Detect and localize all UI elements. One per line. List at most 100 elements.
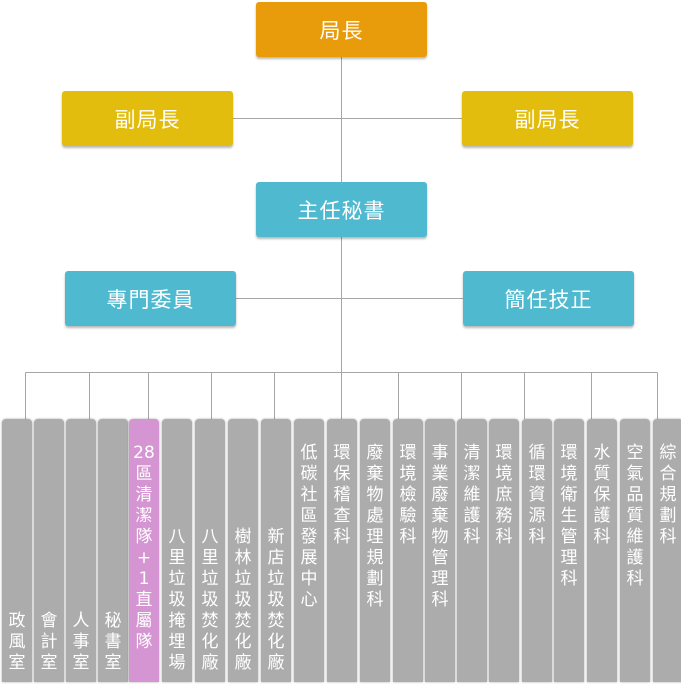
unit-19[interactable]: 空氣品質維護科 bbox=[620, 419, 650, 682]
advisor-box-left[interactable]: 專門委員 bbox=[65, 271, 236, 326]
unit-char: 環 bbox=[333, 443, 351, 463]
unit-0[interactable]: 政風室 bbox=[2, 419, 32, 682]
unit-char: 政 bbox=[8, 611, 26, 631]
unit-char: 廢 bbox=[431, 485, 449, 505]
unit-7[interactable]: 樹林垃圾焚化廠 bbox=[228, 419, 258, 682]
unit-char: 事 bbox=[431, 443, 449, 463]
unit-2[interactable]: 人事室 bbox=[66, 419, 96, 682]
unit-char: 環 bbox=[560, 443, 578, 463]
unit-char: 劃 bbox=[659, 506, 677, 526]
advisor-box-right[interactable]: 簡任技正 bbox=[463, 271, 634, 326]
unit-char: 人 bbox=[72, 611, 90, 631]
unit-char: 檢 bbox=[399, 485, 417, 505]
deputy-box-right[interactable]: 副局長 bbox=[462, 91, 633, 146]
unit-char: 垃 bbox=[168, 569, 186, 589]
unit-char: 科 bbox=[366, 590, 384, 610]
advisor-label-right: 簡任技正 bbox=[504, 287, 593, 312]
unit-char: 質 bbox=[593, 464, 611, 484]
deputy-box-left[interactable]: 副局長 bbox=[62, 91, 233, 146]
unit-char: 驗 bbox=[399, 506, 417, 526]
unit-char: 資 bbox=[528, 485, 546, 505]
unit-char: 科 bbox=[560, 569, 578, 589]
unit-char: 八 bbox=[168, 527, 186, 547]
unit-char: 廠 bbox=[201, 653, 219, 673]
unit-13[interactable]: 事業廢棄物管理科 bbox=[425, 419, 455, 682]
unit-char: 科 bbox=[495, 527, 513, 547]
unit-char: 維 bbox=[463, 485, 481, 505]
unit-char: 里 bbox=[201, 548, 219, 568]
unit-char: 隊 bbox=[135, 527, 153, 547]
unit-char: 事 bbox=[72, 632, 90, 652]
unit-char: 會 bbox=[40, 611, 58, 631]
deputy-label-left: 副局長 bbox=[114, 107, 181, 132]
unit-char: 科 bbox=[626, 569, 644, 589]
unit-char: 質 bbox=[626, 506, 644, 526]
unit-char: 劃 bbox=[366, 569, 384, 589]
unit-char: 社 bbox=[300, 485, 318, 505]
unit-11[interactable]: 廢棄物處理規劃科 bbox=[360, 419, 390, 682]
unit-12[interactable]: 環境檢驗科 bbox=[393, 419, 423, 682]
unit-char: 合 bbox=[659, 464, 677, 484]
unit-char: 護 bbox=[463, 506, 481, 526]
unit-char: 垃 bbox=[267, 569, 285, 589]
unit-3[interactable]: 秘書室 bbox=[98, 419, 128, 682]
unit-char: 計 bbox=[40, 632, 58, 652]
unit-char: 棄 bbox=[431, 506, 449, 526]
unit-char: 秘 bbox=[104, 611, 122, 631]
unit-char: 物 bbox=[431, 527, 449, 547]
unit-6[interactable]: 八里垃圾焚化廠 bbox=[195, 419, 225, 682]
unit-char: 林 bbox=[234, 548, 252, 568]
unit-char: 源 bbox=[528, 506, 546, 526]
unit-char: + bbox=[136, 548, 152, 568]
unit-char: 場 bbox=[168, 653, 186, 673]
unit-5[interactable]: 八里垃圾掩埋場 bbox=[162, 419, 192, 682]
unit-char: 屬 bbox=[135, 611, 153, 631]
unit-char: 區 bbox=[300, 506, 318, 526]
unit-char: 理 bbox=[431, 569, 449, 589]
unit-char: 垃 bbox=[234, 569, 252, 589]
unit-char: 庶 bbox=[495, 485, 513, 505]
unit-char: 衛 bbox=[560, 485, 578, 505]
unit-char: 碳 bbox=[300, 464, 318, 484]
unit-char: 規 bbox=[366, 548, 384, 568]
unit-16[interactable]: 循環資源科 bbox=[522, 419, 552, 682]
unit-14[interactable]: 清潔維護科 bbox=[457, 419, 487, 682]
unit-char: 28 bbox=[133, 443, 155, 463]
unit-char: 焚 bbox=[234, 611, 252, 631]
unit-char: 書 bbox=[104, 632, 122, 652]
unit-char: 保 bbox=[333, 464, 351, 484]
unit-char: 科 bbox=[431, 590, 449, 610]
unit-char: 境 bbox=[560, 464, 578, 484]
unit-20[interactable]: 綜合規劃科 bbox=[653, 419, 681, 682]
unit-char: 室 bbox=[72, 653, 90, 673]
director-box[interactable]: 局長 bbox=[256, 2, 427, 57]
unit-char: 境 bbox=[495, 464, 513, 484]
unit-char: 發 bbox=[300, 527, 318, 547]
unit-char: 科 bbox=[528, 527, 546, 547]
unit-18[interactable]: 水質保護科 bbox=[587, 419, 617, 682]
unit-char: 圾 bbox=[168, 590, 186, 610]
unit-10[interactable]: 環保稽查科 bbox=[327, 419, 357, 682]
unit-char: 埋 bbox=[168, 632, 186, 652]
unit-char: 新 bbox=[267, 527, 285, 547]
unit-8[interactable]: 新店垃圾焚化廠 bbox=[261, 419, 291, 682]
unit-char: 科 bbox=[593, 527, 611, 547]
unit-char: 心 bbox=[300, 590, 318, 610]
unit-char: 區 bbox=[135, 464, 153, 484]
unit-1[interactable]: 會計室 bbox=[34, 419, 64, 682]
unit-char: 稽 bbox=[333, 485, 351, 505]
deputy-label-right: 副局長 bbox=[514, 107, 581, 132]
secretary-box[interactable]: 主任秘書 bbox=[256, 182, 427, 237]
unit-char: 室 bbox=[104, 653, 122, 673]
unit-char: 化 bbox=[201, 632, 219, 652]
unit-char: 潔 bbox=[135, 506, 153, 526]
unit-char: 焚 bbox=[201, 611, 219, 631]
unit-char: 八 bbox=[201, 527, 219, 547]
unit-char: 垃 bbox=[201, 569, 219, 589]
unit-15[interactable]: 環境庶務科 bbox=[489, 419, 519, 682]
unit-char: 查 bbox=[333, 506, 351, 526]
unit-9[interactable]: 低碳社區發展中心 bbox=[294, 419, 324, 682]
unit-17[interactable]: 環境衛生管理科 bbox=[554, 419, 584, 682]
unit-char: 空 bbox=[626, 443, 644, 463]
